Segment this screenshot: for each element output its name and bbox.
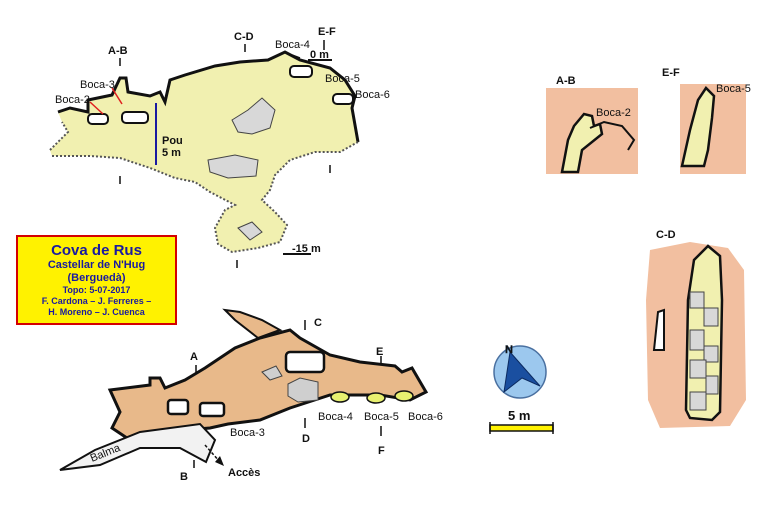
profile-boca-4-label: Boca-4: [318, 411, 353, 423]
profile-boca-6-label: Boca-6: [408, 411, 443, 423]
profile-boca-3-label: Boca-3: [230, 427, 265, 439]
acces-label: Accès: [228, 467, 260, 479]
plan-section-ef-label: E-F: [318, 26, 336, 38]
ab-shaft: [589, 120, 636, 151]
plan-wall-top: [57, 50, 360, 143]
ab-title: A-B: [556, 75, 576, 87]
section-ticks: [119, 40, 332, 268]
boca-2-arrow: [89, 101, 104, 115]
profile-label-e: E: [376, 346, 383, 358]
profile-upper-gallery: [222, 308, 283, 340]
boca-3-arrow: [111, 87, 123, 105]
plan-section-ab-label: A-B: [108, 45, 128, 57]
pit-depth-label: 5 m: [162, 147, 181, 159]
profile-boulders: [261, 365, 319, 403]
profile-label-f: F: [378, 445, 385, 457]
north-arrow: N: [493, 344, 547, 399]
legend-location: Castellar de N'Hug: [47, 259, 146, 271]
plan-cave-floor: [50, 52, 358, 252]
scale-bar-label: 5 m: [508, 408, 530, 423]
profile-opening-1: [166, 398, 190, 416]
cross-section-cd: C-D: [646, 229, 746, 428]
plan-boca-3-label: Boca-3: [80, 79, 115, 91]
legend-authors-2: H. Moreno – J. Cuenca: [48, 307, 145, 317]
profile-boca-5-disc: [366, 392, 386, 404]
plan-boca-4-label: Boca-4: [275, 39, 310, 51]
profile-label-b: B: [180, 471, 188, 483]
plan-depth-top-label: 0 m: [310, 49, 329, 61]
ef-boca-label: Boca-5: [716, 83, 751, 95]
cd-boulders: [689, 291, 719, 411]
profile-label-c: C: [314, 317, 322, 329]
profile-boca-discs: [330, 390, 414, 404]
plan-boca-6-label: Boca-6: [355, 89, 390, 101]
legend-topo-date: Topo: 5-07-2017: [62, 285, 131, 295]
cross-section-ef: E-F Boca-5: [662, 67, 751, 174]
profile-label-d: D: [302, 433, 310, 445]
cd-title: C-D: [656, 229, 676, 241]
legend-title: Cova de Rus: [51, 242, 142, 259]
plan-boca-3-opening: [121, 111, 149, 124]
legend-authors-1: F. Cardona – J. Ferreres –: [41, 296, 152, 306]
scale-bar: 5 m: [489, 408, 554, 434]
profile-label-a: A: [190, 351, 198, 363]
cross-section-ab: A-B Boca-2: [546, 75, 638, 174]
profile-boca-4-disc: [330, 391, 350, 403]
plan-boulders: [207, 97, 276, 241]
profile-opening-2: [198, 401, 226, 418]
plan-wall-bottom: [49, 121, 359, 254]
profile-view: A B C D E F Boca-3 Boca-4 Boca-5 Boca-6 …: [59, 308, 443, 483]
ef-title: E-F: [662, 67, 680, 79]
legend-box: Cova de Rus Castellar de N'Hug (Berguedà…: [16, 235, 177, 325]
plan-boca-4-opening: [289, 65, 313, 78]
pit-label: Pou: [162, 135, 183, 147]
profile-boca-5-label: Boca-5: [364, 411, 399, 423]
acces-arrow: [204, 444, 221, 463]
legend-region: (Berguedà): [67, 272, 126, 284]
cd-side-void: [652, 308, 665, 351]
plan-section-cd-label: C-D: [234, 31, 254, 43]
plan-boca-2-label: Boca-2: [55, 94, 90, 106]
profile-balma-area: [59, 422, 217, 471]
acces-arrow-head: [215, 456, 224, 466]
plan-view: A-B C-D E-F 0 m -15 m Pou 5 m Boca-2 Boc…: [49, 26, 390, 268]
plan-depth-bottom-label: -15 m: [292, 243, 321, 255]
north-label: N: [505, 344, 513, 356]
north-arrow-pointer: [503, 350, 541, 394]
plan-boca-2-opening: [87, 113, 109, 125]
profile-boca-6-disc: [394, 390, 414, 402]
ab-boca-label: Boca-2: [596, 107, 631, 119]
profile-chamber-c: [284, 350, 326, 374]
ef-void: [680, 86, 716, 168]
scale-bar-rule: [489, 424, 554, 432]
profile-section-ticks: [193, 320, 382, 468]
plan-boca-6-opening: [332, 93, 354, 105]
plan-boca-5-label: Boca-5: [325, 73, 360, 85]
